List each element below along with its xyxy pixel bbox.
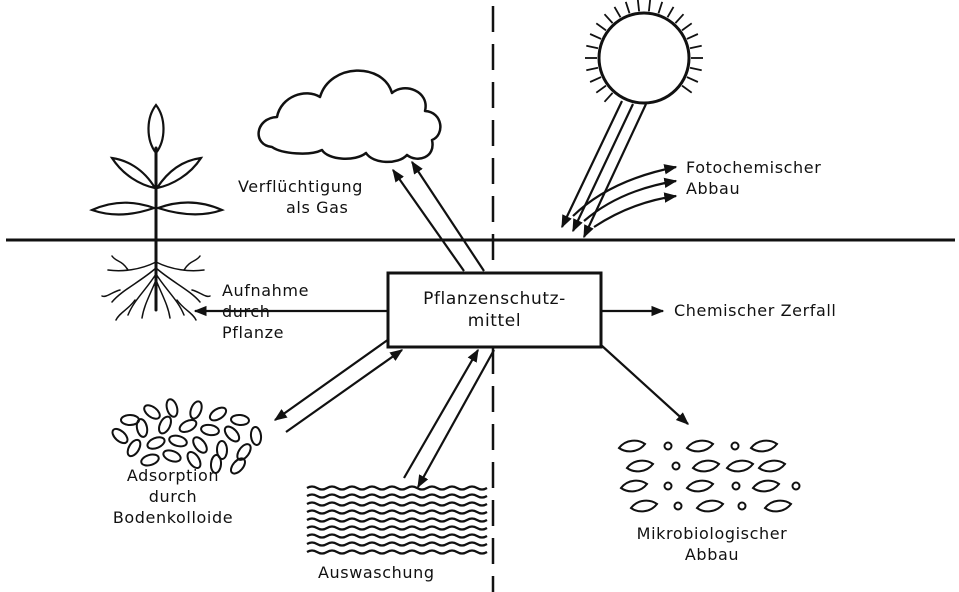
label-uptake-line-3: Pflanze: [222, 322, 309, 343]
center-box-line-1: Pflanzenschutz-: [388, 288, 601, 310]
arrow-adsorption-out: [275, 339, 389, 420]
arrow-photochem-3: [594, 196, 676, 227]
label-uptake: Aufnahme durch Pflanze: [222, 280, 309, 343]
label-photochemical-line-2: Abbau: [686, 178, 821, 199]
label-photochemical-line-1: Fotochemischer: [686, 157, 821, 178]
label-photochemical: Fotochemischer Abbau: [686, 157, 821, 199]
label-uptake-line-1: Aufnahme: [222, 280, 309, 301]
label-adsorption-line-3: Bodenkolloide: [93, 507, 253, 528]
label-chemical: Chemischer Zerfall: [674, 300, 836, 321]
label-microbial-line-2: Abbau: [612, 544, 812, 565]
microbes-icon: [619, 441, 800, 512]
plant-icon: [92, 105, 222, 320]
label-leaching: Auswaschung: [318, 562, 435, 583]
label-chemical-line-1: Chemischer Zerfall: [674, 300, 836, 321]
center-box-label: Pflanzenschutz- mittel: [388, 288, 601, 332]
label-volatilization-line-2: als Gas: [238, 197, 363, 218]
label-volatilization: Verflüchtigung als Gas: [238, 176, 363, 218]
center-box-line-2: mittel: [388, 310, 601, 332]
label-uptake-line-2: durch: [222, 301, 309, 322]
water-waves-icon: [307, 487, 487, 554]
arrow-leaching-out: [418, 350, 494, 487]
label-leaching-line-1: Auswaschung: [318, 562, 435, 583]
arrow-photochem-2: [584, 181, 676, 221]
label-adsorption-line-1: Adsorption: [93, 465, 253, 486]
cloud-icon: [259, 71, 441, 162]
sunbeam-3: [584, 104, 646, 237]
label-adsorption: Adsorption durch Bodenkolloide: [93, 465, 253, 528]
arrow-volatilization-2: [412, 162, 484, 271]
arrow-photochem-1: [573, 167, 676, 216]
label-microbial-line-1: Mikrobiologischer: [612, 523, 812, 544]
sunbeam-2: [573, 104, 633, 231]
arrow-microbial: [601, 345, 688, 424]
sun-icon: [585, 0, 703, 103]
label-volatilization-line-1: Verflüchtigung: [238, 176, 363, 197]
label-adsorption-line-2: durch: [93, 486, 253, 507]
arrow-leaching-in: [404, 350, 478, 478]
sunbeam-1: [562, 101, 622, 227]
label-microbial: Mikrobiologischer Abbau: [612, 523, 812, 565]
arrow-adsorption-in: [286, 350, 402, 432]
